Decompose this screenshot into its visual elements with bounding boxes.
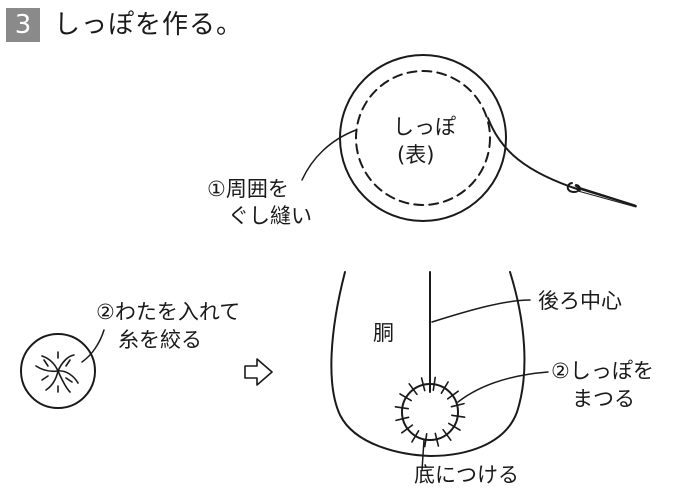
gathered-tail-circle [20, 333, 96, 409]
running-stitch-label-2: ぐし縫い [228, 204, 312, 228]
thread [487, 117, 581, 191]
leader-running-stitch [301, 129, 357, 181]
whipstitch-tick [450, 414, 466, 419]
needle-icon [574, 185, 637, 208]
whipstitch-tick [399, 393, 413, 402]
whipstitch-tick [395, 416, 410, 422]
whipstitch-tick [442, 428, 452, 442]
running-stitch-label-1: ①周囲を [207, 177, 289, 201]
whipstitch-tick [411, 429, 420, 443]
whipstitch-label-1: ②しっぽを [551, 359, 654, 383]
running-stitch-dashes [355, 70, 491, 206]
hollow-right-arrow-icon [244, 358, 273, 386]
whipstitch-marks [394, 376, 466, 448]
leader-whipstitch [457, 371, 549, 403]
attached-tail-circle [401, 383, 459, 441]
whipstitch-tick [434, 432, 440, 447]
whipstitch-tick [446, 390, 460, 400]
whipstitch-tick [408, 382, 418, 396]
stuff-label-1: ②わたを入れて [96, 300, 241, 324]
whipstitch-tick [447, 422, 461, 431]
step-number-badge: 3 [6, 8, 40, 42]
whipstitch-tick [432, 376, 437, 392]
body-outline [330, 271, 526, 457]
back-center-label: 後ろ中心 [538, 289, 622, 313]
whipstitch-tick [450, 402, 465, 408]
tail-label: しっぽ [393, 115, 456, 139]
gathered-center-strokes [35, 351, 79, 393]
attach-bottom-label: 底につける [414, 463, 519, 487]
step-title: しっぽを作る。 [54, 10, 244, 40]
leader-stuff-gather [81, 329, 105, 363]
whipstitch-tick [394, 405, 410, 410]
leader-back-center [431, 299, 531, 323]
stuff-label-2: 糸を絞る [118, 328, 202, 352]
tail-side-label: (表) [397, 143, 435, 167]
whipstitch-tick [400, 424, 414, 434]
whipstitch-tick [440, 381, 449, 395]
body-label: 胴 [373, 321, 394, 345]
leader-attach-bottom [421, 439, 425, 471]
whipstitch-tick [423, 432, 428, 448]
whipstitch-tick [420, 377, 426, 392]
whipstitch-label-2: まつる [572, 387, 635, 411]
